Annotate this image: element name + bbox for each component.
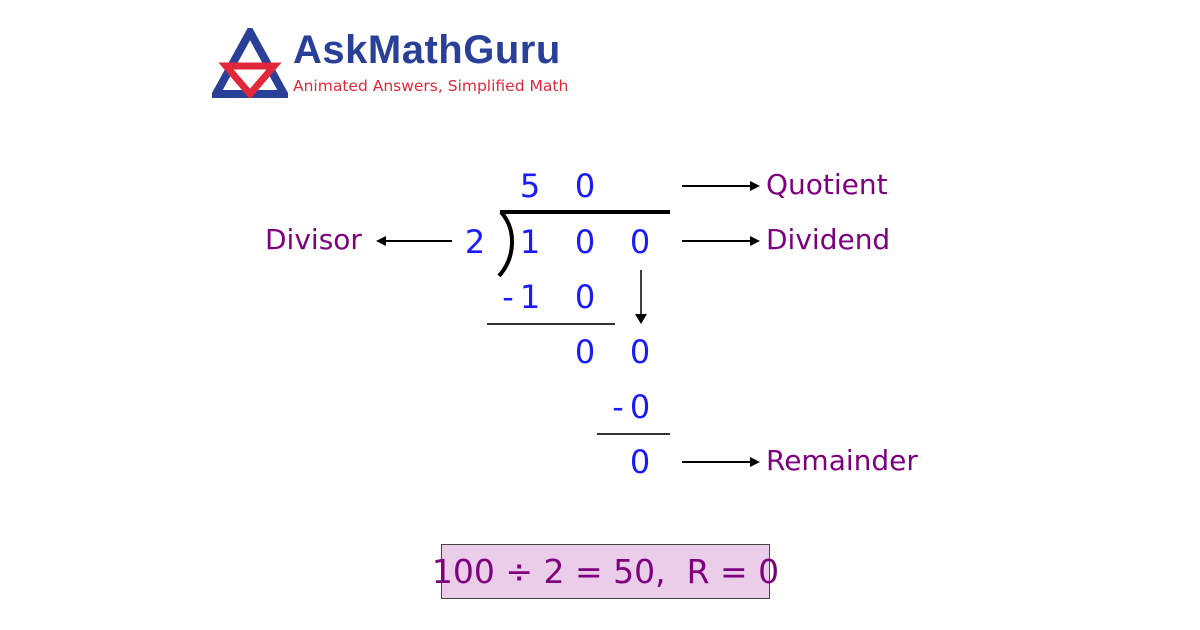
- minus-sign: -: [612, 388, 624, 426]
- remainder-digit: 0: [629, 443, 651, 481]
- arrow-right-icon: [682, 181, 760, 191]
- subtraction-line: [597, 433, 670, 435]
- quotient-digit: 0: [574, 167, 596, 205]
- arrow-right-icon: [682, 457, 760, 467]
- dividend-digit: 0: [574, 223, 596, 261]
- logo: [209, 23, 291, 100]
- subtract-digit: 1: [519, 278, 541, 316]
- subtract-digit: 0: [574, 278, 596, 316]
- bringdown-digit: 0: [629, 333, 651, 371]
- subtract-digit: 0: [629, 388, 651, 426]
- quotient-label: Quotient: [766, 168, 888, 201]
- bring-down-arrow-icon: [635, 270, 647, 324]
- division-bracket-icon: [497, 210, 515, 278]
- subtraction-line: [487, 323, 615, 325]
- arrow-left-icon: [376, 236, 452, 246]
- bringdown-digit: 0: [574, 333, 596, 371]
- dividend-digit: 1: [519, 223, 541, 261]
- dividend-label: Dividend: [766, 223, 891, 256]
- dividend-digit: 0: [629, 223, 651, 261]
- triangle-logo-icon: [209, 23, 291, 100]
- quotient-digit: 5: [519, 167, 541, 205]
- arrow-right-icon: [682, 236, 760, 246]
- division-bar: [500, 210, 670, 214]
- result-equation-box: 100 ÷ 2 = 50, R = 0: [432, 544, 779, 599]
- brand-tagline: Animated Answers, Simplified Math: [293, 77, 569, 95]
- remainder-label: Remainder: [766, 444, 918, 477]
- result-equation: 100 ÷ 2 = 50, R = 0: [431, 552, 780, 591]
- brand-name: AskMathGuru: [293, 28, 561, 72]
- minus-sign: -: [502, 278, 514, 316]
- divisor-label: Divisor: [265, 223, 362, 256]
- divisor-digit: 2: [464, 223, 486, 261]
